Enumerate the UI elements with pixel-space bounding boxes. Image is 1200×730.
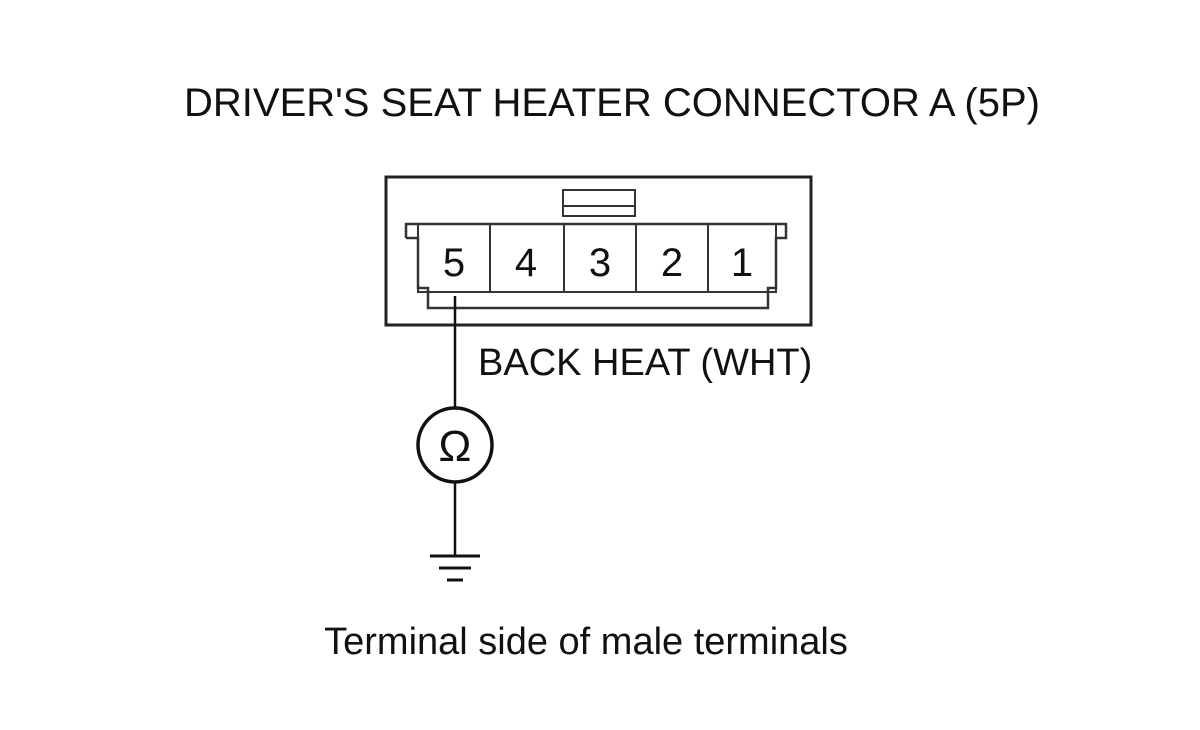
ohm-icon: Ω <box>439 422 472 471</box>
connector-housing <box>384 175 813 327</box>
pin-label-5: 5 <box>443 241 465 285</box>
pin-label-4: 4 <box>515 241 537 285</box>
pin-label-3: 3 <box>589 241 611 285</box>
diagram-caption: Terminal side of male terminals <box>324 621 848 663</box>
diagram-title: DRIVER'S SEAT HEATER CONNECTOR A (5P) <box>184 81 1040 125</box>
connector-lock-tab <box>562 189 636 217</box>
pin-cell-1 <box>707 223 777 293</box>
wire-label: BACK HEAT (WHT) <box>478 342 812 384</box>
pin-label-1: 1 <box>731 241 753 285</box>
ground-icon <box>430 554 480 582</box>
pin-cells <box>417 223 777 293</box>
pin-label-2: 2 <box>661 241 683 285</box>
